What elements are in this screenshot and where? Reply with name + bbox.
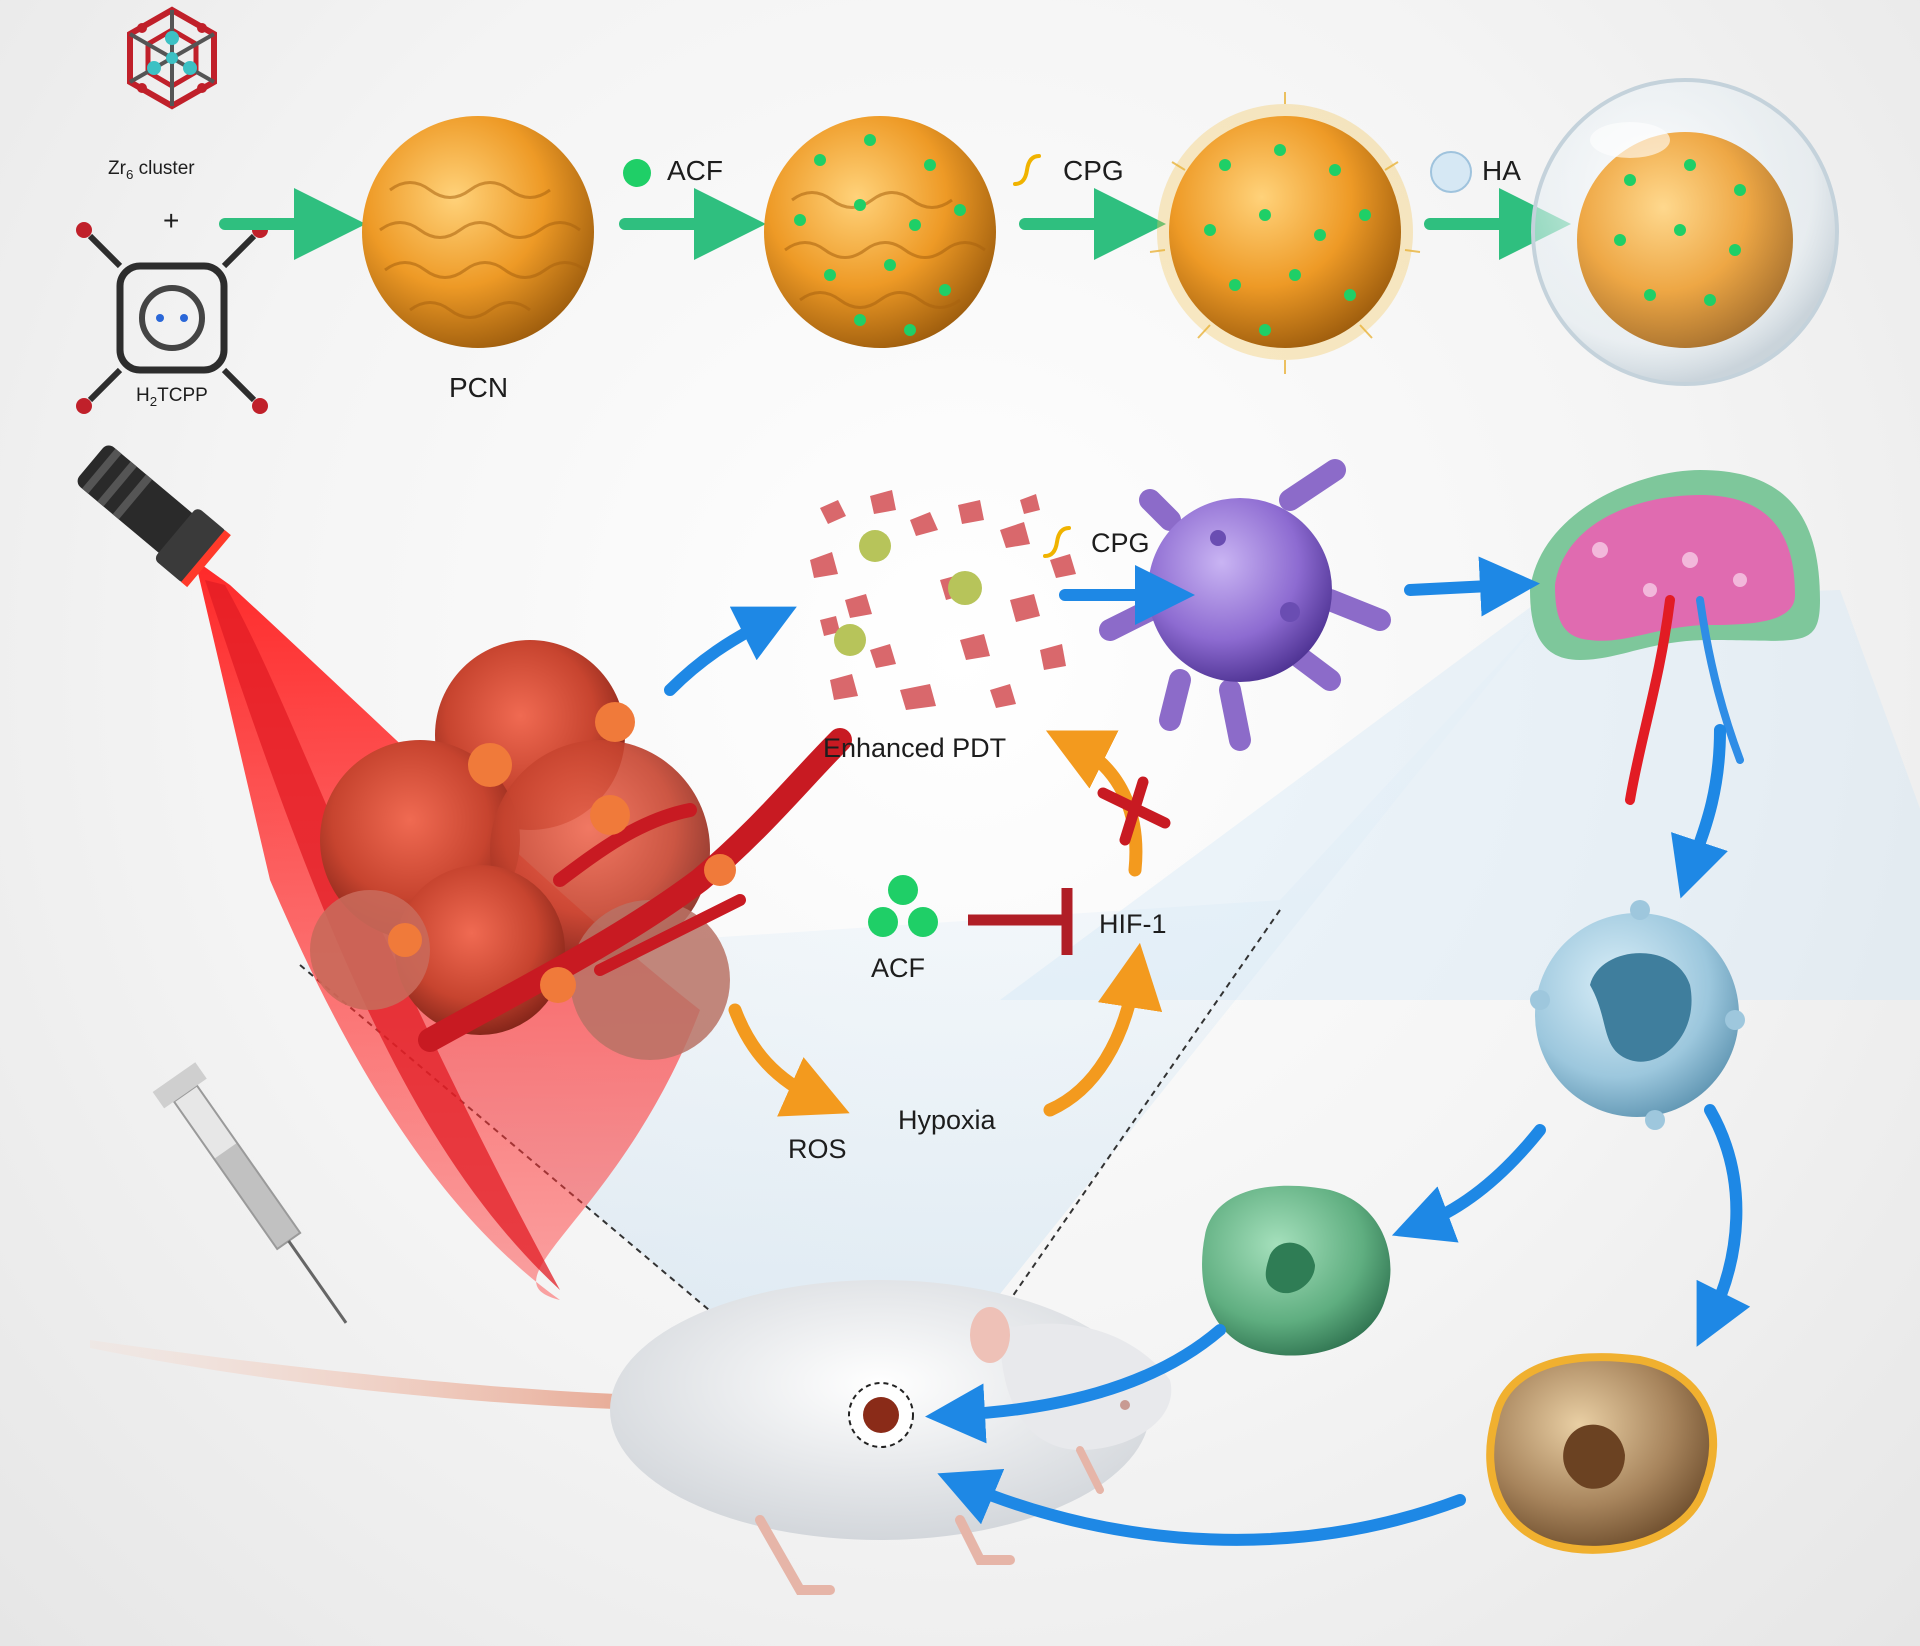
lymph-node (1530, 470, 1820, 805)
ha-bubble-icon (1430, 151, 1472, 193)
acf-cluster-icon (868, 875, 938, 937)
mouse-tail (90, 1340, 640, 1410)
enhanced-pdt-label: Enhanced PDT (823, 733, 1007, 763)
flashlight-icon (77, 445, 231, 588)
blue-pathway-arrows (664, 556, 1751, 1546)
acf-step-label: ACF (667, 155, 723, 186)
arrow-effector-to-mouse (937, 1468, 1466, 1546)
hypoxia-label: Hypoxia (898, 1105, 996, 1135)
pcn-acf-nanoparticle (764, 116, 996, 348)
pcn-acf-cpg-nanoparticle (1149, 92, 1421, 374)
cpg-step-label: CPG (1063, 155, 1124, 186)
syringe-icon (152, 1062, 348, 1324)
blue-zoom-wedge (300, 620, 1540, 1450)
tcpp-label: H2TCPP (136, 385, 208, 409)
cpg-strand-icon (1013, 154, 1041, 186)
arrow-tcell-to-effector (1696, 1104, 1751, 1347)
mouse-tumor-site (848, 1382, 914, 1448)
arrow-tcell-to-memory (1391, 1124, 1546, 1243)
naive-t-cell (1530, 900, 1745, 1130)
cpg-label: CPG (1091, 528, 1150, 558)
arrow-memory-to-mouse (925, 1324, 1226, 1444)
debris-nanoparticles (834, 530, 982, 656)
arrow-lymph-to-tcell (1671, 724, 1728, 899)
block-x-icon (1097, 776, 1171, 846)
plus-sign: + (163, 205, 180, 236)
pcn-label: PCN (449, 372, 509, 403)
inhibition-bar (968, 888, 1073, 955)
dendritic-cell (1099, 459, 1391, 751)
acf-dot-icon (623, 159, 651, 187)
zr6-cluster-icon (127, 6, 217, 110)
arrow-tumor-to-debris (664, 606, 797, 696)
arrow-hypoxia-to-hif1 (1043, 942, 1163, 1117)
cpg-strand-icon-2 (1043, 526, 1071, 558)
effector-t-cell (1486, 1353, 1718, 1554)
tumor-debris (810, 490, 1076, 710)
zr6-cluster-label: Zr6 cluster (108, 158, 195, 182)
acf-label: ACF (871, 953, 925, 983)
hif1-label: HIF-1 (1099, 909, 1167, 939)
pcn-nanoparticle (362, 116, 594, 348)
ha-coated-nanoparticle (1531, 78, 1839, 386)
arrow-tumor-to-ros (728, 1003, 850, 1117)
ros-label: ROS (788, 1134, 847, 1164)
ha-step-label: HA (1482, 155, 1521, 186)
memory-t-cell (1202, 1185, 1391, 1356)
arrow-dc-to-lymph (1404, 556, 1540, 617)
tumor-mass (310, 640, 852, 1060)
